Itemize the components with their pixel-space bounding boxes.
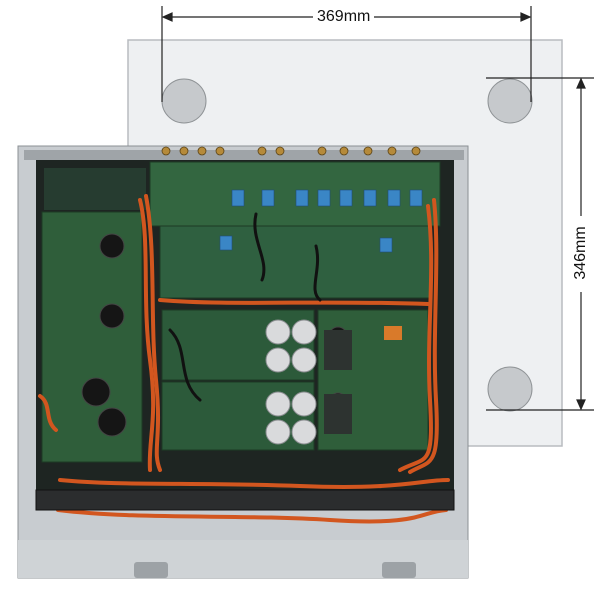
relay-orange <box>384 326 402 340</box>
capacitor-icon-row <box>219 189 423 253</box>
heat-sink <box>324 394 352 434</box>
foot-icon <box>487 366 533 412</box>
capacitor-icon-large <box>265 319 317 445</box>
depth-label-text: 346mm <box>572 223 590 283</box>
wire-black <box>168 212 322 402</box>
width-dimension <box>161 6 532 102</box>
foot-icon <box>161 78 207 124</box>
rear-connectors <box>161 146 421 156</box>
width-label: 369mm <box>313 8 375 26</box>
depth-dimension <box>486 77 594 411</box>
pcb-preamp-board <box>159 225 431 299</box>
pcb-power-amp-upper <box>161 309 315 381</box>
foot-icon <box>487 78 533 124</box>
pcb-boards <box>41 161 441 463</box>
pcb-input-board <box>149 161 441 227</box>
foot-icon <box>134 562 168 578</box>
pcb-power-amp-lower <box>161 381 315 451</box>
pcb-left-power <box>41 211 143 463</box>
heat-sink <box>324 330 352 370</box>
depth-label: 346mm <box>570 218 592 288</box>
wire-harness <box>38 194 450 524</box>
foot-icon <box>382 562 416 578</box>
front-panel <box>35 489 455 511</box>
